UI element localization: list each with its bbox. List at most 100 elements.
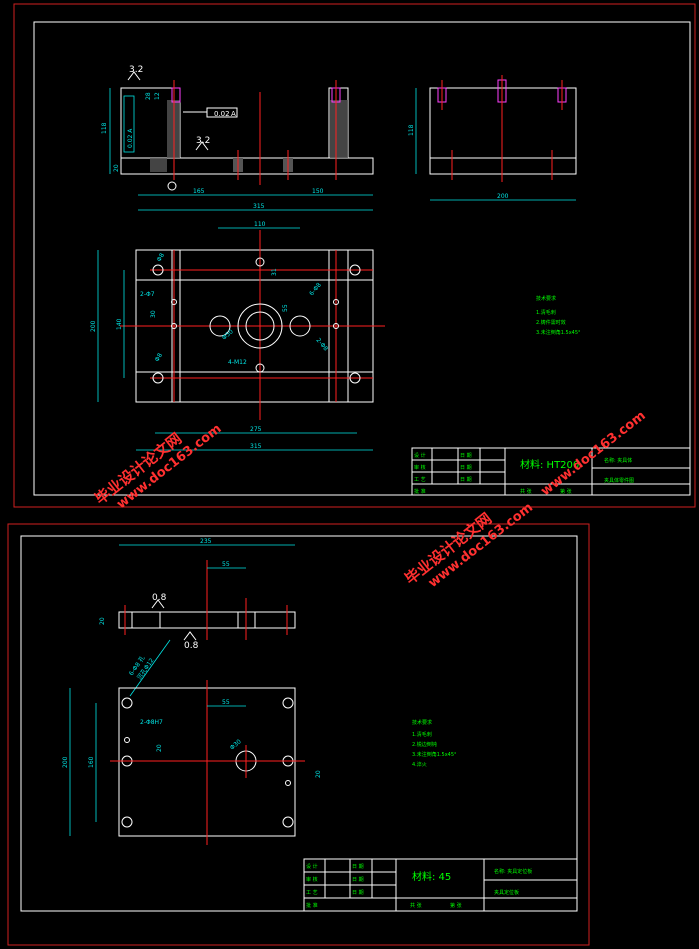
rough-b: 0.8 [184,641,199,651]
plan-view: 110 200 140 275 315 31 30 55 2-Φ7 4-M12 … [90,221,385,451]
front-section-view: 118 20 0.02 A 28 12 3.2 3.2 0.02 A 165 1… [101,65,374,211]
pin-hole [124,737,130,743]
part-name: 名称: 夹具定位板 [494,868,532,875]
hole [255,257,265,267]
hole [349,372,361,384]
hole [333,323,339,329]
date-label: 日 期 [460,465,472,471]
tapped-hole-left [171,87,181,103]
part-name: 名称: 夹具体 [604,457,632,464]
plan2-dim-20a: 20 [156,744,163,752]
title-row: 审 核 [306,876,318,883]
plan-dia-a: Φ50 [221,328,235,341]
plan-dia-c: Φ8 [154,352,164,363]
note-line: 1.清毛刺 [412,731,432,738]
datum-symbol [167,181,177,191]
title-row: 设 计 [306,863,318,870]
sheet-2-border [7,523,590,946]
watermark-2: 毕业设计论文网 www.doc163.com [401,500,536,591]
leader [129,639,171,697]
plate-side-view: 235 55 20 0.8 0.8 6-Φ8 孔 沉孔Φ12 [99,538,296,697]
date-label: 日 期 [460,453,472,459]
roughness-symbol [151,599,165,609]
rough-a: 0.8 [152,593,167,603]
roughness-mid-symbol [195,141,209,151]
hole [171,299,177,305]
sheet-2-frame [20,535,578,912]
bore-large [237,303,283,349]
plan-dim-31: 31 [271,268,278,276]
hole [171,323,177,329]
watermark-1: 毕业设计论文网 www.doc163.com [91,421,224,512]
plan-dim-140: 140 [116,318,123,330]
footer-sheet: 第 张 [560,488,572,495]
dim-315: 315 [253,203,265,210]
dim-box [123,95,135,153]
top-dim-20: 20 [99,617,106,625]
title-row: 批 准 [306,902,318,909]
plan2-dia: Φ30 [229,738,243,751]
watermark-3: www.doc163.com [538,408,648,499]
title-row: 批 准 [414,488,426,495]
dim-side-tol: 0.02 A [127,128,134,148]
date-label: 日 期 [352,877,364,883]
sheet-2: 235 55 20 0.8 0.8 6-Φ8 孔 沉孔Φ12 [7,523,590,946]
roughness-top: 3.2 [129,65,143,75]
roughness-mid: 3.2 [196,136,210,146]
hole [255,363,265,373]
roughness-symbol [183,631,197,641]
note-line: 1.清毛刺 [536,309,556,316]
plan2-dim-55: 55 [222,699,230,706]
dim-118: 118 [101,122,108,134]
date-label: 日 期 [352,864,364,870]
base-plate [120,157,374,175]
plan-holes-a: 2-Φ7 [140,291,155,298]
plan2-holes: 2-Φ8H7 [140,719,163,726]
hole [121,697,133,709]
hole [333,299,339,305]
note-line: 3.未注倒角1.5x45° [412,751,457,758]
drawing-name: 夹具定位板 [494,889,519,896]
dim-150: 150 [312,188,324,195]
title-row: 工 艺 [306,890,318,896]
right-hatch [330,100,348,158]
plan-dim-275: 275 [250,426,262,433]
plan2-dim-160: 160 [88,756,95,768]
pin-hole [285,780,291,786]
bore-inner [245,311,275,341]
note-line: 4.淬火 [412,761,427,768]
plan-holes-d: 2-Φ8 [314,337,329,353]
plan-dim-55: 55 [282,304,289,312]
side-view: 118 200 [408,75,577,201]
note-line: 3.未注倒角1.5x45° [536,329,581,336]
hole [152,264,164,276]
footer-total: 共 张 [410,902,422,909]
top-dim-235: 235 [200,538,212,545]
side-upright [429,87,577,159]
title-block-2: 设 计 审 核 工 艺 批 准 日 期 日 期 日 期 材料: 45 名称: 夹… [303,858,578,912]
watermark-url: www.doc163.com [538,408,648,499]
note-line: 2.铸件需时效 [536,319,566,326]
title-row: 设 计 [414,452,426,459]
hole [282,816,294,828]
plan-dim-30: 30 [150,310,157,318]
side-dim-200: 200 [497,193,509,200]
roughness-top-symbol [127,71,141,81]
dim-165: 165 [193,188,205,195]
tolerance-value: 0.02 [214,110,230,118]
note-title: 技术要求 [536,295,556,302]
plan-dim-200: 200 [90,320,97,332]
footer-sheet: 第 张 [450,902,462,909]
title-block-1: 设 计 审 核 工 艺 批 准 日 期 日 期 日 期 材料: HT200 名称… [411,447,691,496]
plan-holes-b: 4-M12 [228,359,247,366]
bore-left [209,315,231,337]
tolerance-frame [206,107,238,118]
side-dim-118: 118 [408,124,415,136]
plan-dim-110: 110 [254,221,266,228]
sheet-1: 118 20 0.02 A 28 12 3.2 3.2 0.02 A 165 1… [13,3,696,508]
plan-outline [135,249,374,403]
top-dim-55: 55 [222,561,230,568]
sheet-1-frame [33,21,691,496]
notes-sheet-2: 技术要求 1.清毛刺 2.锐边倒钝 3.未注倒角1.5x45° 4.淬火 [412,719,457,768]
